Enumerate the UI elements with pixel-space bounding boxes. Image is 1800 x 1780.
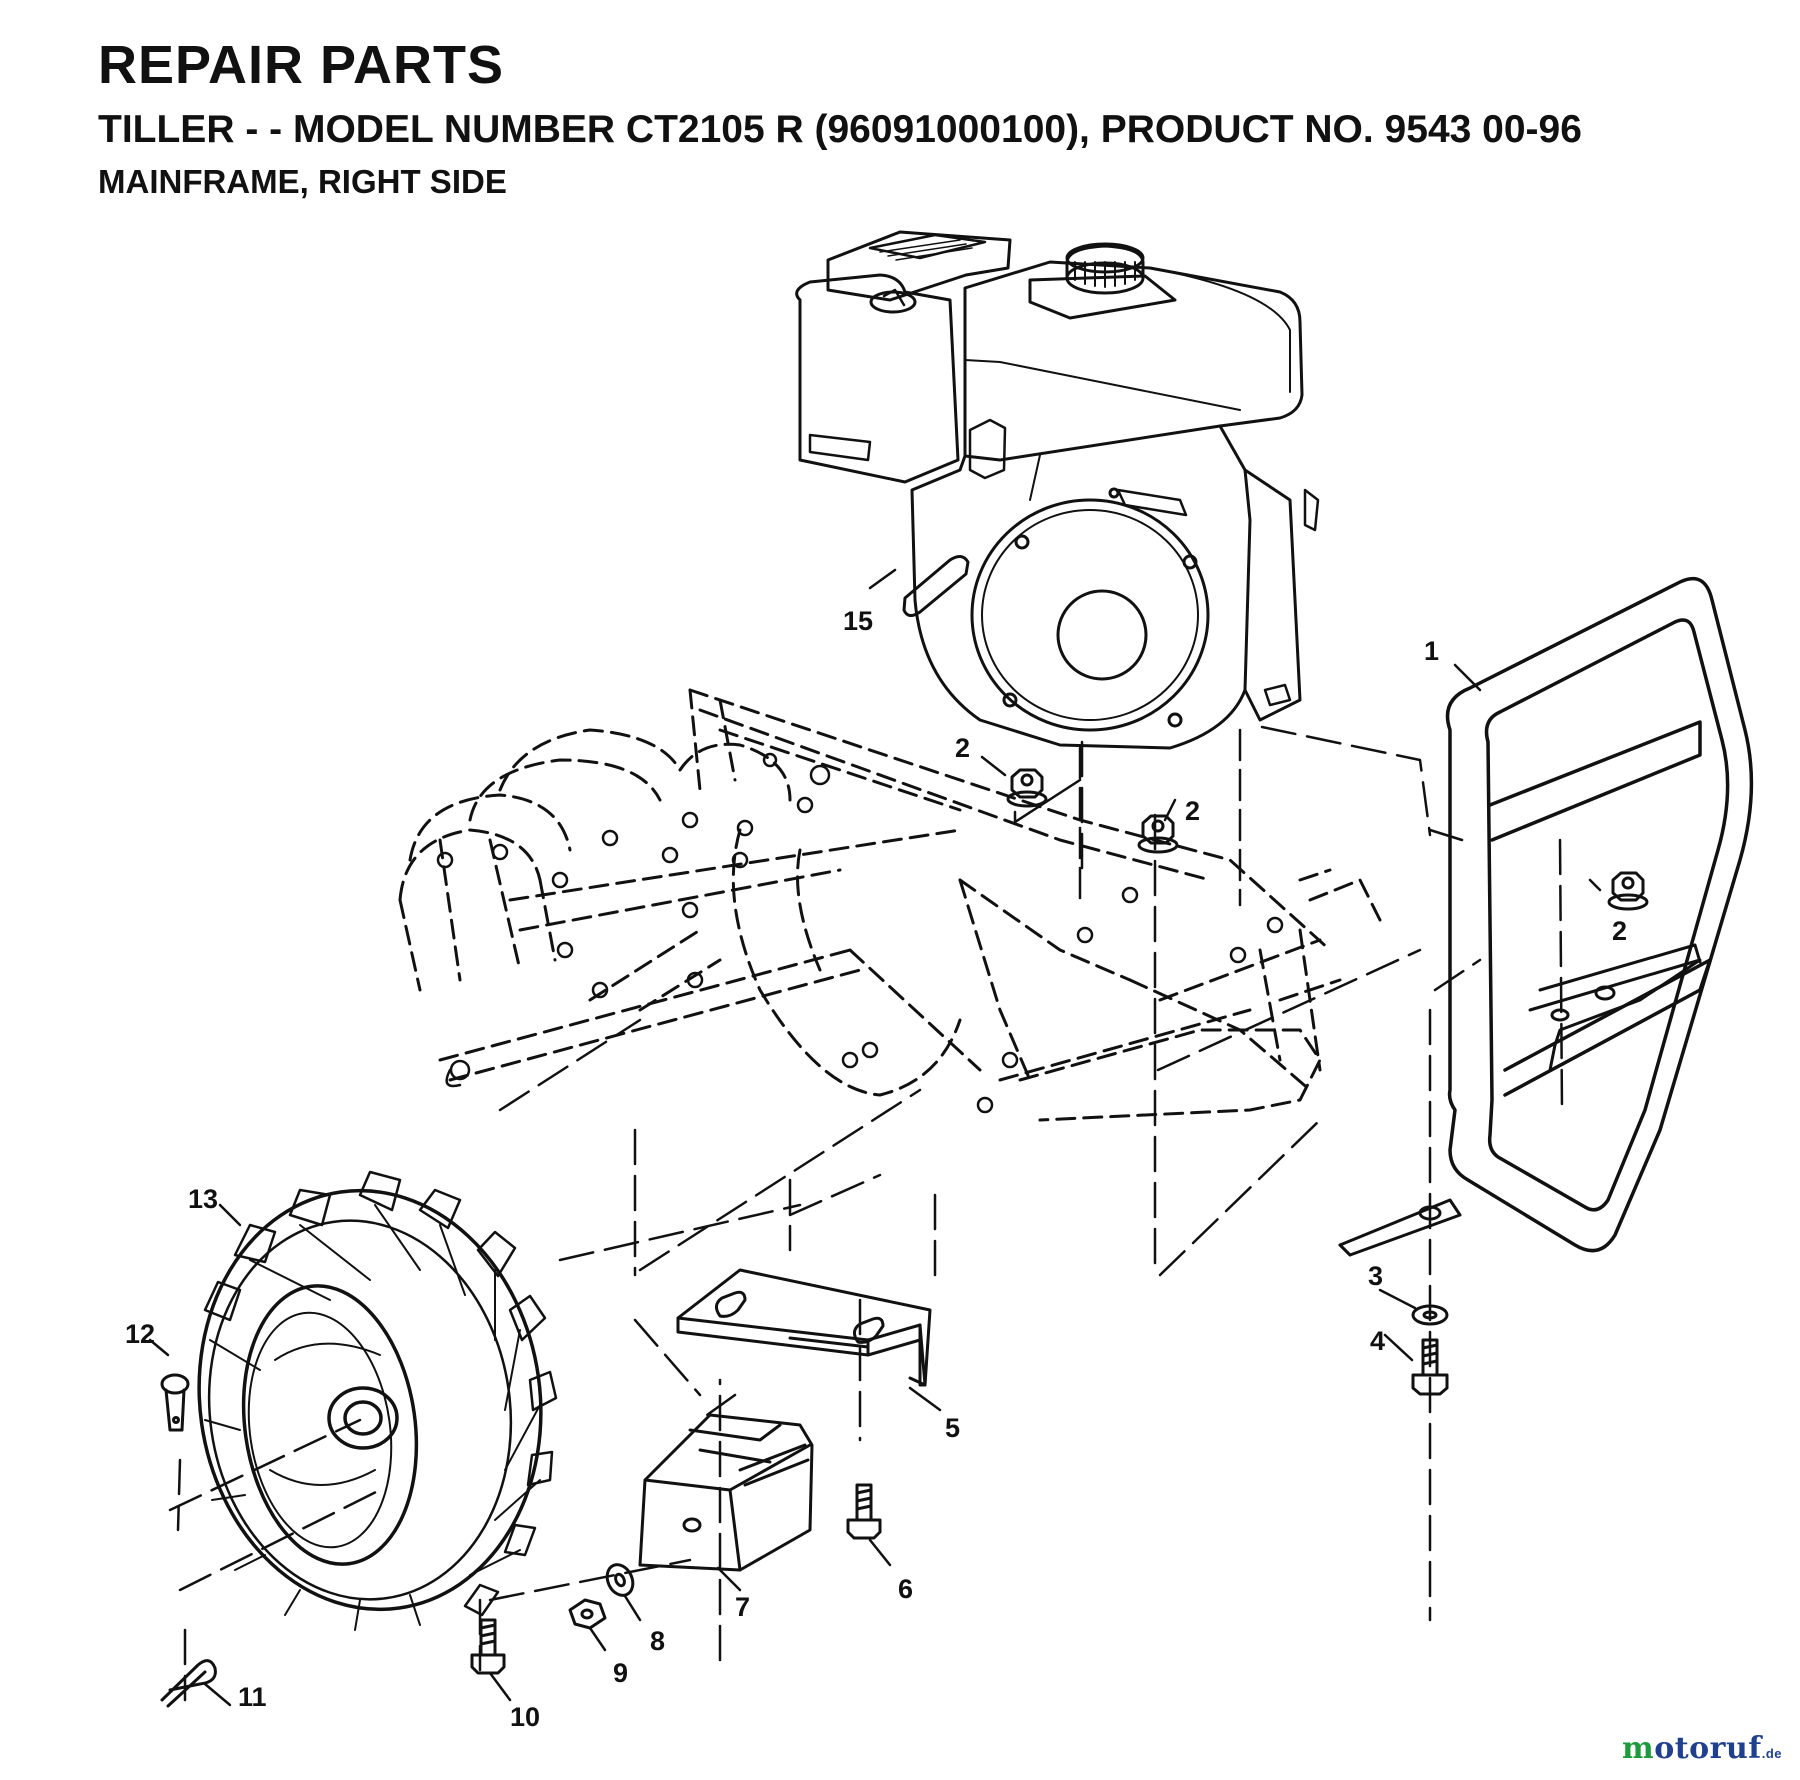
callout-4: 4 bbox=[1370, 1326, 1385, 1356]
callout-13: 13 bbox=[188, 1184, 218, 1214]
part-1-mount-bracket bbox=[1338, 943, 1702, 1257]
engine bbox=[795, 230, 1320, 907]
watermark-domain: .de bbox=[1761, 1746, 1782, 1761]
part-13-wheel-tire bbox=[197, 1170, 558, 1631]
callout-6: 6 bbox=[898, 1574, 913, 1604]
part-12-clevis-pin bbox=[160, 1373, 190, 1432]
callout-10: 10 bbox=[510, 1702, 540, 1732]
callout-2-right-nut: 2 bbox=[1612, 916, 1627, 946]
callout-12: 12 bbox=[125, 1319, 155, 1349]
callout-leaders bbox=[148, 568, 1602, 1707]
part-1-bumper-frame bbox=[1445, 576, 1754, 1253]
part-2-flange-nut bbox=[1006, 768, 1649, 911]
part-8-lock-washer bbox=[605, 1563, 635, 1597]
watermark-brand: motoruf bbox=[1622, 1731, 1762, 1766]
page-title: REPAIR PARTS bbox=[98, 35, 505, 95]
part-7-weight-block bbox=[638, 1413, 814, 1572]
callout-11: 11 bbox=[238, 1682, 267, 1712]
callout-1: 1 bbox=[1424, 636, 1439, 666]
part-5-bracket bbox=[676, 1268, 932, 1387]
part-4-bolt bbox=[1411, 1338, 1449, 1396]
callout-5: 5 bbox=[945, 1413, 960, 1443]
tiller-body-phantom bbox=[398, 688, 1382, 1122]
callout-15: 15 bbox=[843, 606, 873, 636]
section-title: MAINFRAME, RIGHT SIDE bbox=[98, 163, 507, 200]
part-10-bolt bbox=[470, 1618, 506, 1675]
tine-fasteners bbox=[436, 752, 1284, 1114]
part-6-bolt bbox=[846, 1483, 882, 1540]
callout-3: 3 bbox=[1368, 1261, 1383, 1291]
model-subtitle: TILLER - - MODEL NUMBER CT2105 R (960910… bbox=[98, 108, 1582, 151]
callout-9: 9 bbox=[613, 1658, 628, 1688]
part-11-hair-pin bbox=[160, 1659, 217, 1708]
callout-2-left-nut: 2 bbox=[955, 733, 970, 763]
callout-2-center-nut: 2 bbox=[1185, 796, 1200, 826]
part-9-hex-nut bbox=[568, 1598, 607, 1630]
callout-7: 7 bbox=[735, 1592, 750, 1622]
callout-8: 8 bbox=[650, 1626, 665, 1656]
part-3-washer bbox=[1411, 1304, 1449, 1326]
watermark-logo: motoruf.de bbox=[1622, 1731, 1782, 1766]
assembly-guide-lines bbox=[168, 725, 1564, 1702]
page-header: REPAIR PARTS TILLER - - MODEL NUMBER CT2… bbox=[98, 38, 1582, 198]
